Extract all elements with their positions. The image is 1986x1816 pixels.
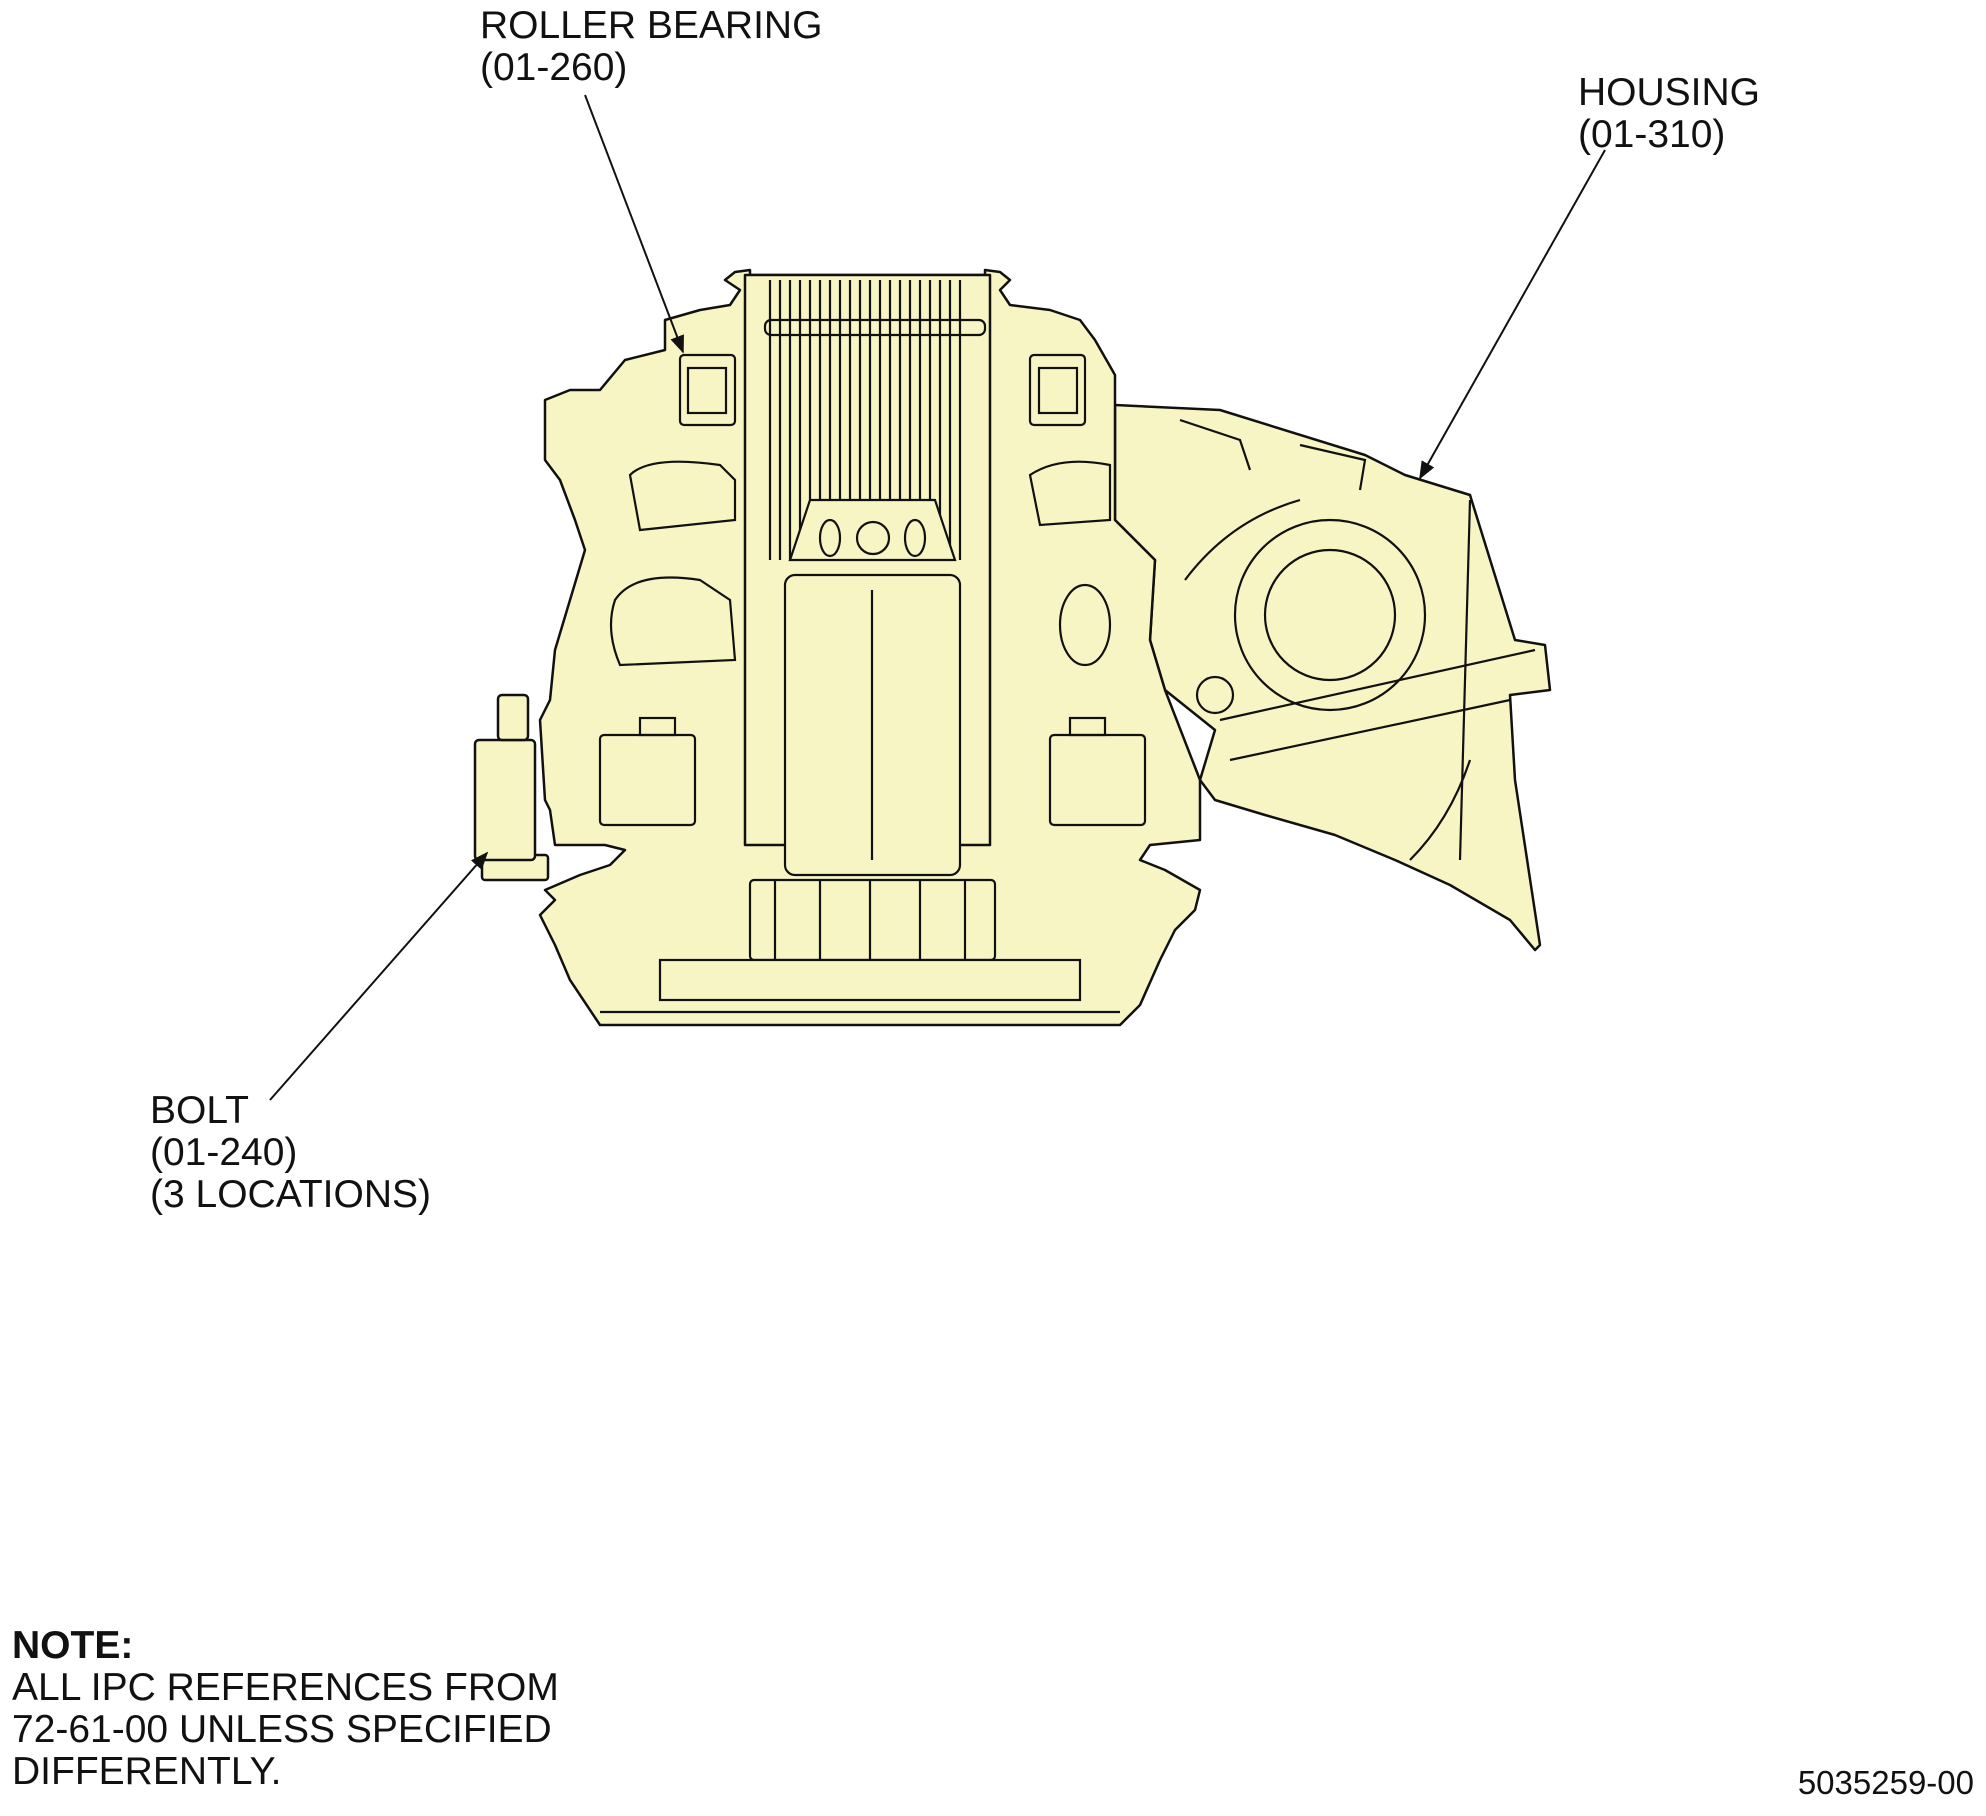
housing-name: HOUSING (1578, 71, 1761, 114)
roller-bearing-label: ROLLER BEARING (01-260) (480, 5, 822, 89)
lower-bearing-cage (748, 878, 997, 962)
housing-label: HOUSING (01-310) (1578, 72, 1760, 156)
note-line-2: 72-61-00 UNLESS SPECIFIED (12, 1708, 552, 1751)
lower-bearing-left (598, 733, 697, 827)
housing-body (1113, 403, 1552, 952)
housing-ref: (01-310) (1578, 113, 1726, 156)
roller-bearing-leader (584, 94, 684, 354)
bolt-cap (496, 693, 530, 742)
housing-port (1263, 548, 1397, 682)
note-block: NOTE: ALL IPC REFERENCES FROM 72-61-00 U… (12, 1625, 559, 1793)
bolt-name: BOLT (150, 1089, 249, 1132)
bolt-leader (269, 851, 489, 1101)
roller-bearing-name: ROLLER BEARING (480, 4, 823, 47)
note-heading: NOTE: (12, 1624, 134, 1667)
lower-bearing-right (1048, 733, 1147, 827)
base-flange (658, 958, 1082, 1002)
bolt-ref: (01-240) (150, 1131, 298, 1174)
bolt-label: BOLT (01-240) (3 LOCATIONS) (150, 1090, 431, 1216)
bolt-shank (473, 738, 537, 862)
bolt-qty: (3 LOCATIONS) (150, 1173, 431, 1216)
housing-leader (1419, 149, 1606, 480)
note-line-1: ALL IPC REFERENCES FROM (12, 1666, 559, 1709)
note-line-3: DIFFERENTLY. (12, 1750, 282, 1793)
spline-teeth (768, 280, 962, 560)
roller-bearing-right (1028, 353, 1087, 427)
roller-bearing-left (678, 353, 737, 427)
roller-bearing-ref: (01-260) (480, 46, 628, 89)
figure-number: 5035259-00 (1797, 1764, 1974, 1801)
